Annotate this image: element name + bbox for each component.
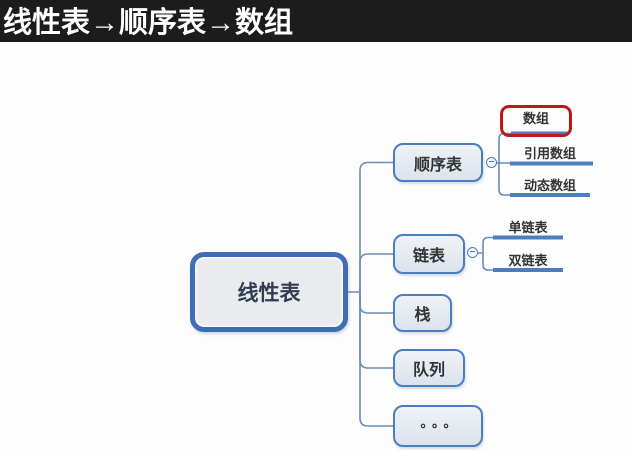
node-sequential-list[interactable]: 顺序表 xyxy=(393,143,483,182)
connector-lines xyxy=(347,131,593,427)
leaf-doubly-linked-list-label: 双链表 xyxy=(508,253,548,268)
leaf-array-label: 数组 xyxy=(522,111,549,126)
minus-icon: − xyxy=(469,247,476,258)
node-ellipsis[interactable]: 。。。 xyxy=(393,405,483,447)
leaf-reference-array-label: 引用数组 xyxy=(523,146,576,161)
connector-root-stack xyxy=(359,291,394,314)
node-queue-label: 队列 xyxy=(412,362,445,379)
node-linked-list-label: 链表 xyxy=(412,248,445,265)
connector-root-sequential xyxy=(359,161,394,293)
leaf-reference-array[interactable]: 引用数组 xyxy=(506,144,594,161)
connector-link-top xyxy=(482,236,495,254)
leaf-singly-linked-list[interactable]: 单链表 xyxy=(492,218,564,235)
node-linear-list-label: 线性表 xyxy=(237,282,301,305)
highlight-box-array[interactable]: 数组 xyxy=(500,105,572,137)
node-linked-list[interactable]: 链表 xyxy=(393,234,465,274)
node-stack-label: 栈 xyxy=(414,307,431,324)
collapse-icon-sequential[interactable]: − xyxy=(486,157,497,168)
node-linear-list[interactable]: 线性表 xyxy=(190,252,348,332)
leaf-dynamic-array-label: 动态数组 xyxy=(523,178,576,193)
collapse-icon-linked[interactable]: − xyxy=(467,247,478,258)
connector-root-linked xyxy=(359,253,394,293)
node-sequential-list-label: 顺序表 xyxy=(413,156,462,174)
connector-root-queue xyxy=(359,291,394,369)
minus-icon: − xyxy=(488,157,495,168)
connector-link-bottom xyxy=(482,252,495,271)
node-stack[interactable]: 栈 xyxy=(393,294,452,332)
leaf-singly-linked-list-label: 单链表 xyxy=(508,220,548,235)
connector-seq-bottom xyxy=(498,162,511,196)
mindmap-canvas: 线性表 顺序表 链表 栈 队列 。。。 − − 数组 引用数组 动态数组 单链表… xyxy=(0,42,632,447)
leaf-dynamic-array[interactable]: 动态数组 xyxy=(506,176,594,193)
title-bar: 线性表→顺序表→数组 xyxy=(0,0,632,42)
node-ellipsis-label: 。。。 xyxy=(420,414,462,430)
node-queue[interactable]: 队列 xyxy=(393,349,465,387)
page-title: 线性表→顺序表→数组 xyxy=(3,7,294,39)
leaf-doubly-linked-list[interactable]: 双链表 xyxy=(492,251,564,268)
